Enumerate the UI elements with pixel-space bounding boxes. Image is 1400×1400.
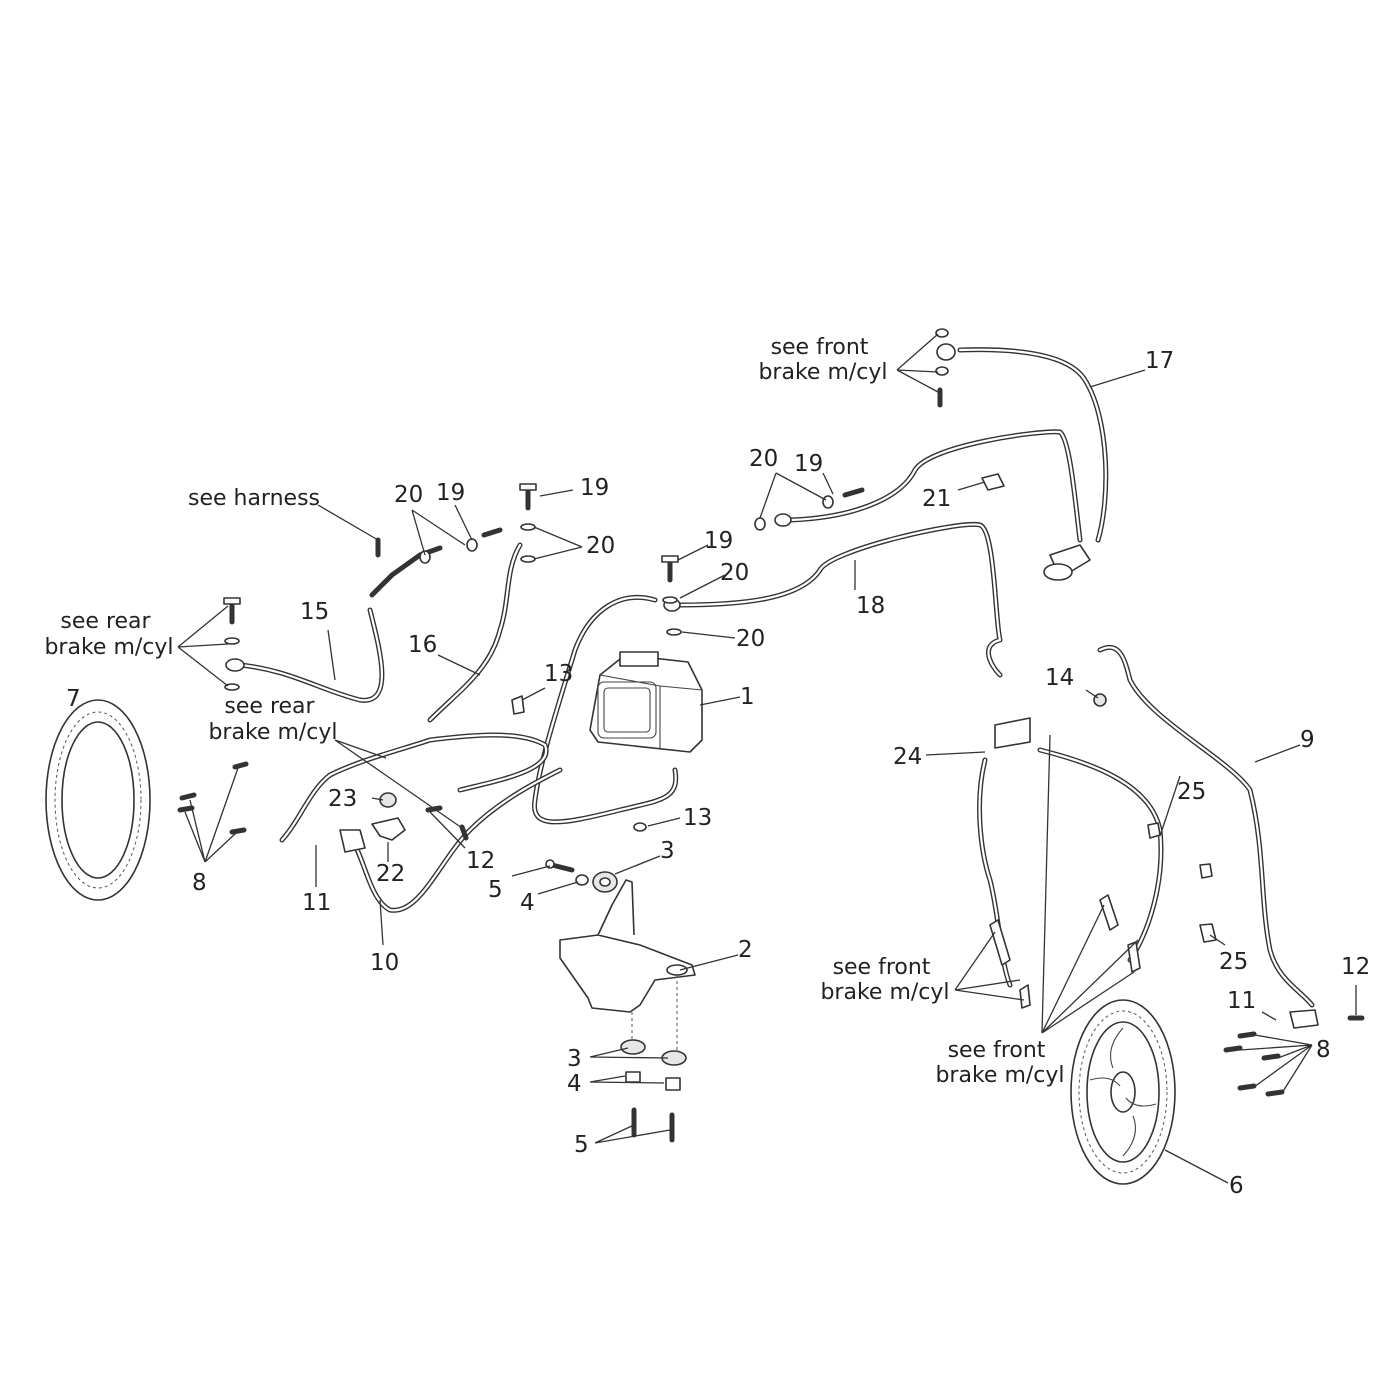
callout-12: 12 <box>466 848 495 874</box>
abs-modulator <box>589 651 703 753</box>
clips <box>511 473 1217 943</box>
note-see-front-brake-top: see front brake m/cyl <box>758 335 887 385</box>
spacer-upper <box>575 874 589 886</box>
callout-24: 24 <box>893 744 922 770</box>
callout-14: 14 <box>1045 665 1074 691</box>
rear-tone-ring <box>45 699 151 901</box>
note-see-front-brake-mid: see front brake m/cyl <box>820 955 949 1005</box>
sensor-brackets <box>371 792 406 841</box>
callout-12: 12 <box>1341 954 1370 980</box>
callout-21: 21 <box>922 486 951 512</box>
note-see-front-brake-low: see front brake m/cyl <box>935 1038 1064 1088</box>
callout-13: 13 <box>544 661 573 687</box>
leader-lines <box>177 333 1357 1184</box>
callout-20: 20 <box>394 482 423 508</box>
reference-notes: see front brake m/cyl see harness see re… <box>44 335 1064 1088</box>
callout-25: 25 <box>1177 779 1206 805</box>
callout-5: 5 <box>488 877 503 903</box>
callout-15: 15 <box>300 599 329 625</box>
hose-16 <box>427 542 523 723</box>
callout-23: 23 <box>328 786 357 812</box>
note-see-rear-brake-2: see rear brake m/cyl <box>208 694 337 745</box>
callout-17: 17 <box>1145 348 1174 374</box>
callout-6: 6 <box>1229 1173 1244 1199</box>
callout-11: 11 <box>302 890 331 916</box>
note-see-harness: see harness <box>188 486 320 511</box>
wire-9 <box>1097 645 1315 1008</box>
grommet-upper <box>592 871 618 893</box>
callout-18: 18 <box>856 593 885 619</box>
copper-washers <box>224 328 949 691</box>
bolt-upper <box>545 859 575 873</box>
hose-15 <box>225 545 443 703</box>
banjo-bolts <box>223 387 943 625</box>
pipe-abs-loop <box>531 594 679 825</box>
callout-4: 4 <box>567 1071 582 1097</box>
front-tone-ring <box>1070 999 1176 1185</box>
callout-19: 19 <box>436 480 465 506</box>
callout-7: 7 <box>66 686 81 712</box>
hose-17 <box>936 343 1109 543</box>
callout-10: 10 <box>370 950 399 976</box>
callout-20: 20 <box>736 626 765 652</box>
abs-bracket <box>559 879 696 1050</box>
caliper-fittings <box>989 894 1141 1009</box>
callout-16: 16 <box>408 632 437 658</box>
screws-8 <box>177 761 1365 1097</box>
callout-8: 8 <box>1316 1037 1331 1063</box>
callout-20: 20 <box>586 533 615 559</box>
callout-13: 13 <box>683 805 712 831</box>
callout-20: 20 <box>749 446 778 472</box>
callout-1: 1 <box>740 684 755 710</box>
callout-25: 25 <box>1219 949 1248 975</box>
callout-3: 3 <box>567 1046 582 1072</box>
grommets-lower <box>620 1039 687 1066</box>
callout-19: 19 <box>704 528 733 554</box>
pipe-upper-front <box>774 429 1083 543</box>
callout-22: 22 <box>376 861 405 887</box>
callout-20: 20 <box>720 560 749 586</box>
wire-10 <box>349 767 563 913</box>
front-splitter <box>1043 544 1091 581</box>
note-see-rear-brake-1: see rear brake m/cyl <box>44 609 173 660</box>
callout-4: 4 <box>520 890 535 916</box>
callout-5: 5 <box>574 1132 589 1158</box>
callout-numbers: 1 2 3 3 4 4 5 5 6 7 8 8 9 10 11 11 12 12… <box>66 348 1370 1199</box>
spacers-lower <box>625 1071 681 1091</box>
callout-3: 3 <box>660 838 675 864</box>
callout-2: 2 <box>738 937 753 963</box>
pipe-rear <box>279 732 549 843</box>
callout-19: 19 <box>794 451 823 477</box>
callout-9: 9 <box>1300 727 1315 753</box>
wheel-speed-sensors <box>339 829 1319 1029</box>
callout-11: 11 <box>1227 988 1256 1014</box>
bolts-lower <box>631 1107 675 1143</box>
callout-19: 19 <box>580 475 609 501</box>
callout-8: 8 <box>192 870 207 896</box>
